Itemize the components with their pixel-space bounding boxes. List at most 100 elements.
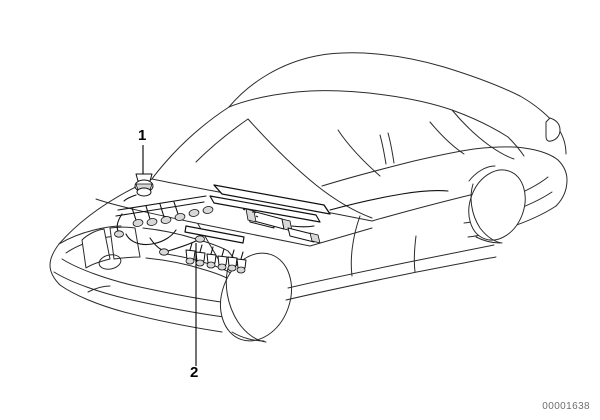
- branch-wire-3: [159, 203, 165, 218]
- windshield-base: [195, 118, 249, 163]
- harness-secondary-duct: [209, 195, 321, 223]
- nose-left-corner: [49, 243, 61, 286]
- c-pillar-outer: [507, 136, 525, 157]
- injector-tip-4: [217, 263, 227, 271]
- branch-return-terminal: [195, 235, 205, 243]
- bumper-upper-line: [53, 271, 225, 318]
- rear-wheel-arch-inner: [470, 183, 503, 244]
- grommet-base: [136, 187, 152, 197]
- callout-1: 1: [138, 127, 146, 174]
- windshield-right-pillar: [247, 118, 373, 219]
- branch-terminal-5: [188, 209, 200, 217]
- injector-rail-bar: [184, 225, 245, 244]
- firewall-end-connector: [252, 211, 257, 214]
- front-wheel-arch-inner: [225, 267, 267, 343]
- branch-wire-1: [131, 207, 137, 221]
- branch-loop-wire: [116, 213, 123, 232]
- spacer3: [255, 215, 259, 218]
- injector-tip-5: [227, 264, 237, 272]
- figure-id-label: 00001638: [542, 401, 590, 412]
- branch-spine: [117, 195, 207, 211]
- injector-stem-2: [199, 244, 203, 253]
- headlight-top-left: [58, 225, 122, 245]
- hood-emblem: [98, 254, 122, 270]
- rear-wheel: [468, 169, 526, 241]
- bumper-lower-line: [59, 284, 223, 333]
- hood-left-edge: [58, 178, 153, 245]
- fender-top-rear: [309, 227, 373, 247]
- injector-connector-rail: [184, 225, 247, 274]
- roof-line: [228, 52, 521, 108]
- injector-stem-5: [231, 249, 235, 258]
- injector-plug-1: [185, 249, 196, 260]
- branch-terminal-3: [160, 216, 172, 224]
- remote-plug-connector: [242, 208, 246, 211]
- injector-tip-6: [236, 266, 246, 274]
- rear-deck-edge: [473, 146, 559, 161]
- injector-plug-6: [236, 258, 247, 269]
- branch-return-wire: [167, 239, 199, 252]
- branch-lower-loop: [125, 229, 177, 246]
- cable-grommet-plug: [123, 173, 154, 202]
- callout-2-number: 2: [190, 364, 198, 381]
- fender-connector-body: [287, 227, 315, 243]
- car-body-outline: [49, 52, 568, 343]
- hood-crease-rear: [95, 198, 311, 247]
- branch-drop-terminal: [159, 248, 169, 256]
- trunk-rear-edge: [555, 159, 568, 207]
- branch-spine-2: [115, 201, 205, 217]
- bumper-top-edge: [61, 258, 229, 304]
- injector-tip-1: [185, 257, 195, 265]
- injector-stem-1: [189, 242, 193, 251]
- injector-plug-2: [195, 251, 206, 262]
- branch-connector-group-left: [114, 195, 214, 256]
- injector-stem-4: [221, 248, 225, 257]
- branch-terminal-4: [174, 213, 186, 221]
- harness-firewall-cable: [329, 190, 449, 211]
- front-wheel: [220, 252, 292, 342]
- grommet-pigtail: [123, 194, 137, 202]
- injector-plug-4: [217, 255, 228, 266]
- callout-1-number: 1: [138, 127, 146, 144]
- harness-duct-end-left: [213, 184, 223, 195]
- b-pillar-window-2: [387, 132, 395, 164]
- callout-2: 2: [190, 243, 198, 381]
- bumper-notch: [87, 285, 111, 293]
- branch-wire-4: [173, 201, 179, 215]
- fender-connector-cap: [309, 232, 321, 244]
- rear-side-marker: [545, 117, 561, 142]
- kidney-grille-left: [81, 228, 111, 269]
- injector-stem-6: [240, 251, 244, 260]
- branch-loop-terminal: [114, 230, 124, 238]
- front-window-frame: [337, 129, 381, 177]
- a-pillar-line: [151, 106, 230, 180]
- front-tire-contact: [231, 331, 265, 342]
- injector-tip-3: [206, 261, 216, 269]
- rear-window-frame: [429, 121, 465, 155]
- injector-plug-5: [227, 256, 238, 267]
- spacer4: [242, 208, 246, 211]
- headlight-bottom-right: [145, 257, 233, 282]
- sleeve-cap-left: [245, 208, 257, 223]
- rear-wheel-arch-top: [468, 165, 496, 182]
- rocker-panel-lower: [285, 256, 497, 301]
- injector-plug-3: [206, 253, 217, 264]
- branch-wire-2: [145, 205, 151, 220]
- branch-terminal-6: [202, 206, 214, 214]
- fender-end-connector: [287, 227, 321, 244]
- branch-terminal-1: [132, 219, 144, 227]
- rear-tire-contact: [475, 236, 501, 244]
- engine-wiring-harness: [114, 173, 449, 274]
- roof-rear-edge: [228, 90, 509, 138]
- front-door-front-edge: [350, 215, 361, 277]
- sleeve-tail: [291, 225, 315, 228]
- window-belt-line: [321, 148, 475, 187]
- harness-duct-end-right: [323, 204, 331, 215]
- rocker-panel-upper: [287, 244, 495, 289]
- b-pillar-lower: [413, 235, 417, 273]
- spacer2: [254, 211, 257, 214]
- injector-tip-2: [195, 259, 205, 267]
- injector-stem-3: [210, 246, 214, 255]
